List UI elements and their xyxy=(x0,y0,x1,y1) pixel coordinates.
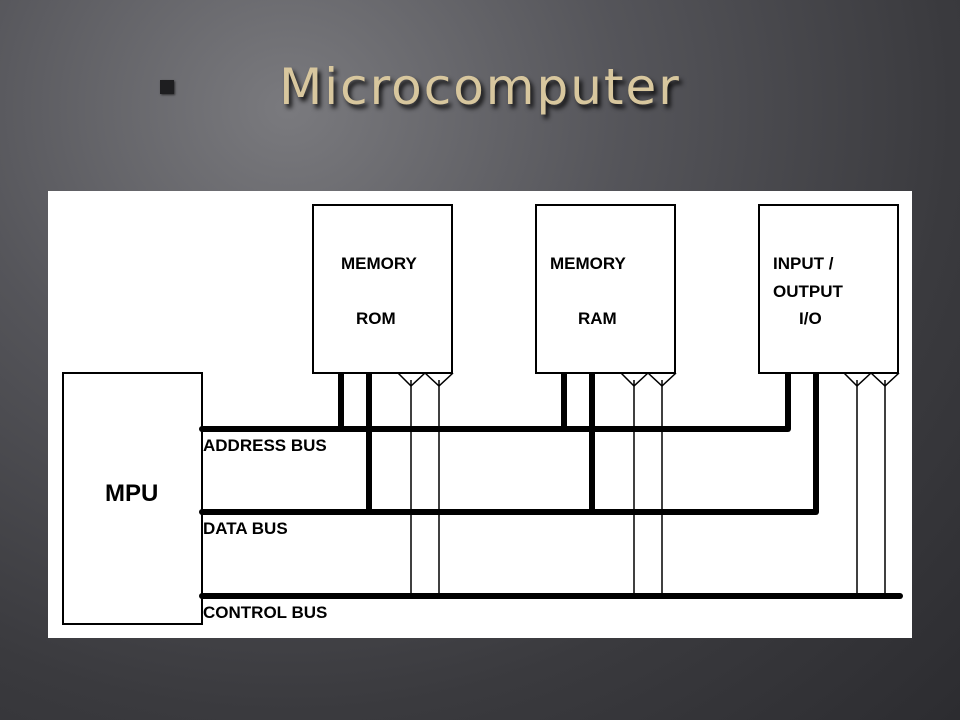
address-bus-label: ADDRESS BUS xyxy=(203,436,327,455)
slide-title: Microcomputer xyxy=(279,58,681,116)
rom-box xyxy=(312,204,453,374)
mpu-label: MPU xyxy=(105,480,158,507)
ram-label-line2: RAM xyxy=(578,309,617,328)
control-bus-label: CONTROL BUS xyxy=(203,603,327,622)
rom-label-line2: ROM xyxy=(356,309,396,328)
io-label-line3: I/O xyxy=(799,309,822,328)
rom-label-line1: MEMORY xyxy=(341,254,418,273)
ram-box xyxy=(535,204,676,374)
diagram-panel: MPU MEMORY ROM MEMORY RAM INPUT / OUTPUT… xyxy=(48,191,912,638)
io-label-line2: OUTPUT xyxy=(773,282,844,301)
io-control-connection xyxy=(843,371,900,596)
data-bus-label: DATA BUS xyxy=(203,519,288,538)
io-box xyxy=(758,204,899,374)
io-label-line1: INPUT / xyxy=(773,254,834,273)
rom-control-connection xyxy=(397,371,454,596)
ram-control-connection xyxy=(620,371,677,596)
mpu-box xyxy=(62,372,203,625)
title-accent-square xyxy=(160,80,174,94)
microcomputer-diagram: MPU MEMORY ROM MEMORY RAM INPUT / OUTPUT… xyxy=(62,204,903,625)
ram-label-line1: MEMORY xyxy=(550,254,627,273)
